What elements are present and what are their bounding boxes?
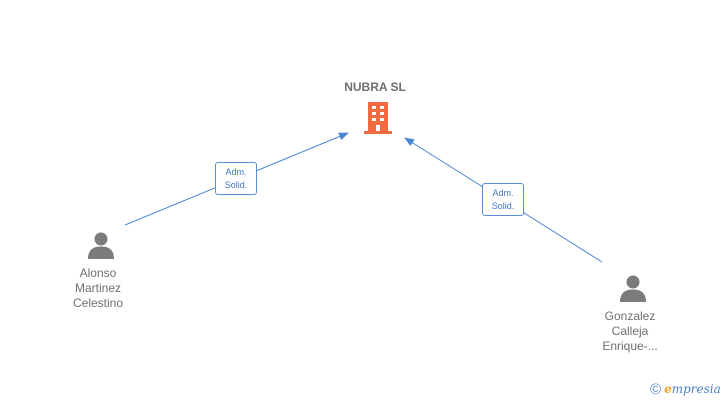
building-icon[interactable] [362, 101, 394, 135]
person-name-line: Martinez [74, 281, 121, 295]
person-name-line: Enrique-... [602, 339, 658, 353]
person-icon[interactable] [618, 273, 648, 303]
brand-logo: empresia [664, 382, 721, 396]
person-name-line: Gonzalez [604, 309, 656, 323]
person-name-line: Calleja [611, 324, 649, 338]
person-name-gonzalez[interactable]: Gonzalez Calleja Enrique-... [575, 309, 685, 354]
person-name-line: Alonso [79, 266, 117, 280]
role-badge-adm-solid[interactable]: Adm. Solid. [215, 162, 257, 195]
role-label-line: Solid. [224, 180, 248, 190]
company-name[interactable]: NUBRA SL [344, 80, 406, 94]
empresia-brand[interactable]: © empresia [650, 380, 728, 398]
role-badge-adm-solid[interactable]: Adm. Solid. [482, 183, 524, 216]
role-label-line: Adm. [492, 188, 514, 198]
copyright-icon: © [650, 380, 662, 398]
brand-rest: mpresia [671, 382, 721, 396]
brand-initial: e [664, 382, 672, 396]
person-icon[interactable] [86, 230, 116, 260]
person-name-alonso[interactable]: Alonso Martinez Celestino [43, 266, 153, 311]
person-name-line: Celestino [72, 296, 124, 310]
role-label-line: Solid. [491, 201, 515, 211]
role-label-line: Adm. [225, 167, 247, 177]
